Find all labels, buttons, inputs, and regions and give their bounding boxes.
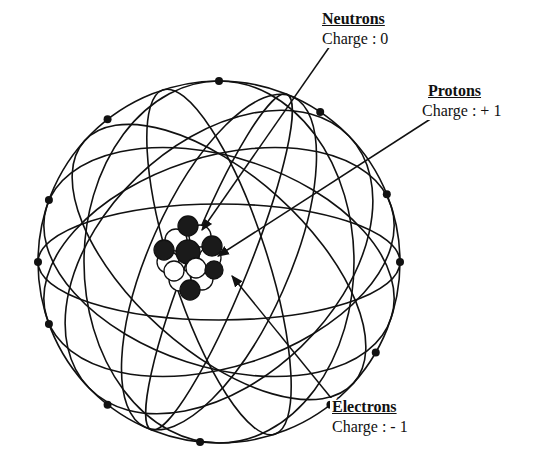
electron-dot bbox=[396, 258, 404, 266]
particle-name: Protons bbox=[426, 82, 483, 100]
electron-dot bbox=[45, 320, 53, 328]
electron-dot bbox=[104, 115, 112, 123]
nucleus bbox=[154, 216, 223, 300]
electron-dot bbox=[383, 190, 391, 198]
electron-dot bbox=[196, 438, 204, 446]
particle-name: Neutrons bbox=[320, 10, 387, 28]
electron-dot bbox=[45, 196, 53, 204]
charge-label: Charge : 0 bbox=[320, 30, 390, 48]
electron-dot bbox=[104, 401, 112, 409]
electron-dots bbox=[34, 77, 404, 446]
charge-label: Charge : - 1 bbox=[330, 418, 410, 436]
electron-dot bbox=[215, 77, 223, 85]
electron-dot bbox=[34, 258, 42, 266]
charge-label: Charge : + 1 bbox=[420, 102, 503, 120]
electron-dot bbox=[316, 108, 324, 116]
leader-arrows bbox=[202, 46, 432, 404]
electron-dot bbox=[372, 349, 380, 357]
electron-orbits bbox=[7, 51, 431, 460]
particle-name: Électrons bbox=[330, 398, 399, 416]
